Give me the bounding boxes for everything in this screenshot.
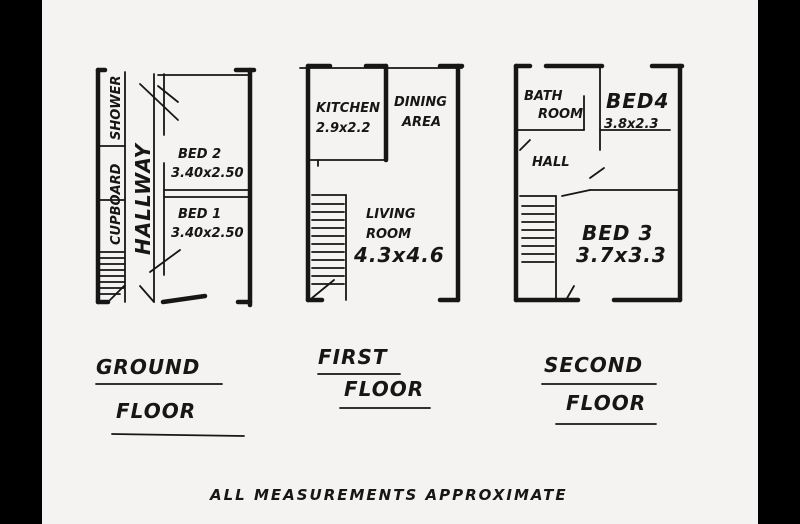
second-floor-partitions — [517, 67, 679, 301]
living-line1: LIVING — [366, 207, 416, 222]
bathroom-line1: BATH — [524, 89, 563, 104]
ground-floor-stairs — [99, 251, 125, 295]
bed2-name: BED 2 — [178, 147, 221, 162]
ground-title-line1: GROUND — [96, 355, 200, 379]
second-title-line1: SECOND — [544, 353, 643, 377]
second-floor-stairs — [521, 205, 555, 263]
kitchen-dims: 2.9x2.2 — [316, 121, 370, 136]
way-label: WAY — [131, 141, 155, 195]
ground-title-underline-2 — [111, 433, 245, 437]
floor-titles: GROUND FLOOR FIRST FLOOR SECOND FLOOR — [95, 345, 657, 437]
first-floor-stairs — [311, 203, 345, 299]
measurements-note: ALL MEASUREMENTS APPROXIMATE — [209, 486, 568, 504]
kitchen-name: KITCHEN — [316, 101, 380, 116]
cupboard-label: CUPBOARD — [109, 163, 124, 245]
bed4-name: BED4 — [606, 89, 669, 113]
hall-label-second: HALL — [532, 155, 570, 170]
hall-label: HALL — [131, 193, 155, 255]
living-dims: 4.3x4.6 — [353, 243, 445, 267]
bathroom-line2: ROOM — [538, 107, 583, 122]
bed1-dims: 3.40x2.50 — [171, 226, 244, 241]
first-title-line2: FLOOR — [344, 377, 424, 401]
sketch-paper — [42, 0, 758, 524]
dining-line1: DINING — [394, 95, 447, 110]
second-floor-walls — [513, 63, 685, 303]
bed3-name: BED 3 — [582, 221, 653, 245]
shower-label: SHOWER — [109, 75, 124, 140]
second-title-line2: FLOOR — [566, 391, 646, 415]
dining-line2: AREA — [401, 115, 441, 130]
second-floor-plan: BATH ROOM BED4 3.8x2.3 HALL BED 3 3.7x3.… — [513, 63, 685, 303]
first-title-line1: FIRST — [318, 345, 388, 369]
bed4-dims: 3.8x2.3 — [604, 117, 658, 132]
bed3-dims: 3.7x3.3 — [576, 243, 667, 267]
living-line2: ROOM — [366, 227, 411, 242]
first-floor-walls — [305, 63, 465, 303]
first-floor-partitions — [299, 67, 463, 301]
ground-floor-walls — [95, 67, 257, 308]
first-floor-plan: KITCHEN 2.9x2.2 DINING AREA LIVING ROOM … — [299, 63, 465, 303]
bed2-dims: 3.40x2.50 — [171, 166, 244, 181]
ground-title-line2: FLOOR — [116, 399, 196, 423]
ground-floor-plan: SHOWER CUPBOARD HALL WAY BED 2 3.40x2.50… — [95, 67, 257, 308]
bed1-name: BED 1 — [178, 207, 221, 222]
